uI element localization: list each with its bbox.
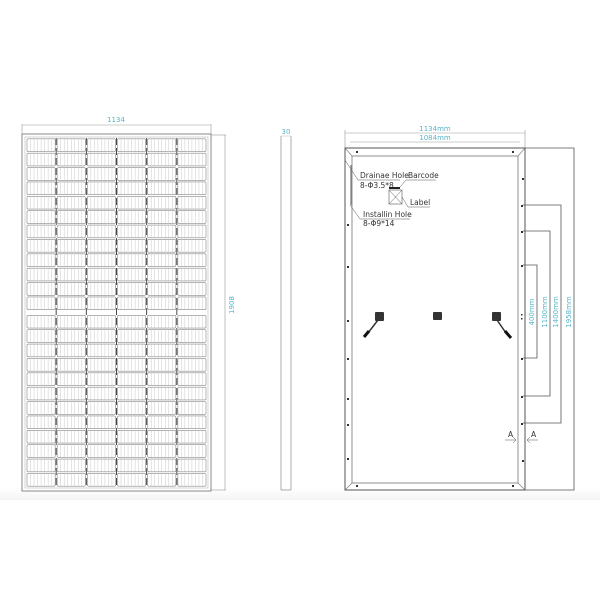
- install-hole-spec: 8-Φ9*14: [363, 219, 395, 228]
- section-mark-a: A A: [505, 430, 538, 444]
- inner-width-label: 1084mm: [419, 134, 451, 142]
- side-view: 30: [280, 128, 292, 491]
- solar-cells: [26, 138, 207, 487]
- thickness-label: 30: [282, 128, 291, 136]
- front-width-label: 1134: [107, 116, 125, 124]
- dim-1400: 1400mm: [552, 296, 560, 328]
- install-hole-label: Installin Hole: [363, 210, 412, 219]
- outer-width-label: 1134mm: [419, 125, 451, 133]
- drain-hole-spec: 8-Φ3.5*8: [360, 181, 394, 190]
- front-height-label: 1908: [228, 296, 236, 314]
- junction-box-left: [362, 312, 384, 338]
- barcode-icon: [389, 187, 400, 189]
- junction-box-center: [433, 312, 442, 320]
- drain-hole-label: Drainae Hole: [360, 171, 409, 180]
- svg-text:A: A: [508, 430, 514, 439]
- dim-400: 400mm: [528, 298, 536, 325]
- dim-1100: 1100mm: [541, 296, 549, 328]
- barcode-label: Barcode: [408, 171, 439, 180]
- back-view: 1134mm 1084mm Drainae Ho: [344, 125, 575, 491]
- junction-box-right: [492, 312, 513, 339]
- front-view: 1134 1908: [21, 116, 236, 492]
- dim-1958: 1958mm: [565, 296, 573, 328]
- label-text: Label: [410, 198, 430, 207]
- svg-text:A: A: [531, 430, 537, 439]
